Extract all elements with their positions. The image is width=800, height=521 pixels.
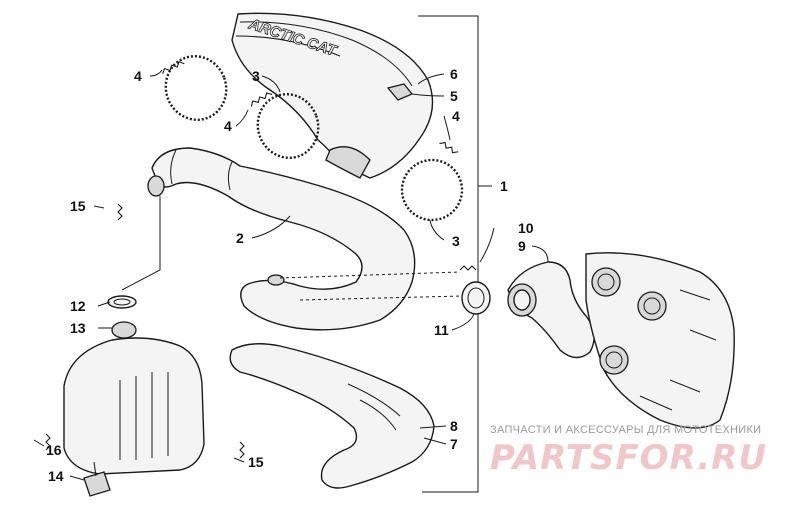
- callout-2: 2: [236, 230, 244, 246]
- assembly-bracket: [418, 15, 492, 493]
- callout-4-left: 4: [134, 68, 142, 84]
- callout-15-bottom: 15: [248, 454, 264, 470]
- callout-3-top: 3: [252, 68, 260, 84]
- lower-shield: [229, 343, 435, 489]
- callout-12: 12: [70, 298, 86, 314]
- callout-leaders: [33, 69, 549, 481]
- callout-3-bottom: 3: [452, 233, 460, 249]
- callout-4-middle: 4: [224, 118, 232, 134]
- callout-11: 11: [434, 322, 449, 338]
- callout-8: 8: [450, 418, 458, 434]
- watermark-subtitle: ЗАПЧАСТИ И АКСЕССУАРЫ ДЛЯ МОТОТЕХНИКИ: [490, 424, 762, 436]
- callout-9: 9: [518, 238, 526, 254]
- expansion-chamber: [121, 147, 416, 331]
- exhaust-manifold: [461, 261, 595, 359]
- watermark-logo: PARTSFOR.RU: [490, 438, 768, 478]
- callout-6: 6: [450, 66, 458, 82]
- spring-icon: [162, 61, 185, 75]
- callout-numbers: 1 2 3 3 4 4 4 5 6 7 8 9 10 11 12 13 14 1…: [46, 66, 534, 484]
- callout-14: 14: [48, 468, 64, 484]
- heat-shield: ARCTIC CAT: [231, 12, 434, 179]
- spring-icon: [239, 441, 245, 459]
- muffler: [63, 295, 205, 497]
- spring-icon: [117, 203, 123, 221]
- spring-icon: [439, 141, 459, 154]
- spring-group: [45, 61, 477, 459]
- site-watermark: ЗАПЧАСТИ И АКСЕССУАРЫ ДЛЯ МОТОТЕХНИКИ PA…: [490, 424, 790, 478]
- spring-icon: [459, 265, 477, 271]
- spring-icon: [250, 92, 273, 107]
- engine-block: [585, 252, 735, 429]
- clamp-bands: [164, 55, 464, 222]
- spring-icon: [45, 433, 51, 451]
- callout-10: 10: [518, 220, 534, 236]
- callout-1: 1: [500, 178, 508, 194]
- callout-16: 16: [46, 442, 62, 458]
- callout-7: 7: [450, 436, 458, 452]
- callout-15-left: 15: [70, 198, 86, 214]
- callout-4-right: 4: [452, 108, 460, 124]
- callout-13: 13: [70, 320, 86, 336]
- callout-5: 5: [450, 88, 458, 104]
